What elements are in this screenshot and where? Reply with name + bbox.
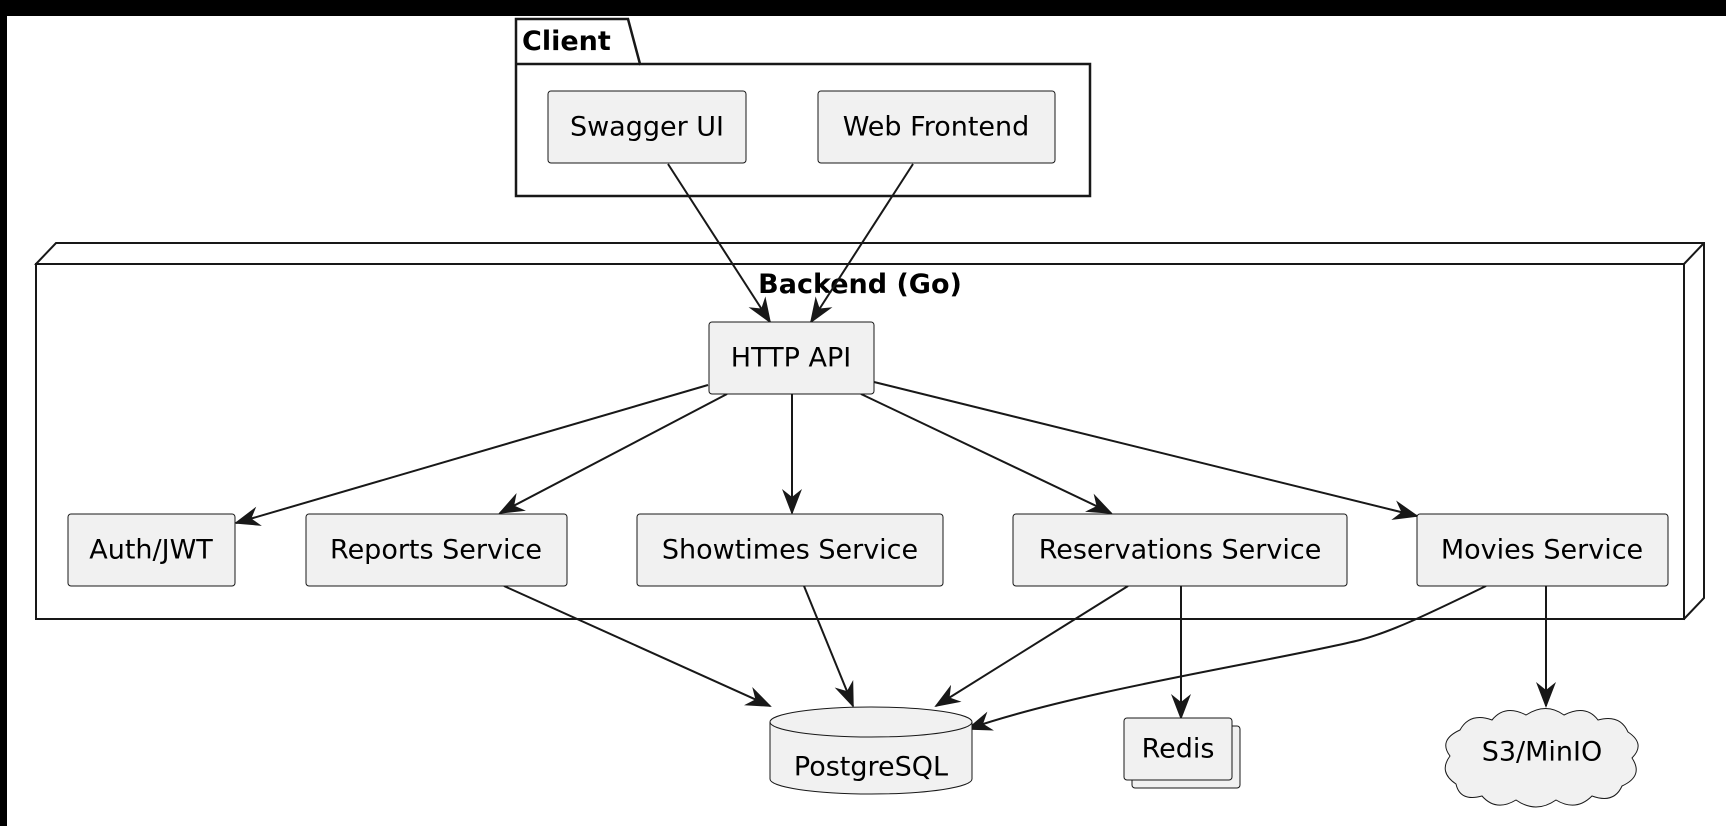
edge-reports-service-to-postgresql — [503, 585, 772, 707]
swagger-ui-label: Swagger UI — [570, 112, 724, 143]
postgresql-cylinder — [769, 706, 973, 795]
edge-reservations-service-to-postgresql — [934, 585, 1129, 708]
edge-http-api-to-reservations-service — [860, 393, 1113, 514]
edge-http-api-to-auth-jwt — [234, 384, 709, 526]
swagger-ui-node: Swagger UI — [547, 90, 747, 164]
auth-jwt-label: Auth/JWT — [89, 535, 213, 566]
edge-http-api-to-movies-service — [873, 381, 1419, 520]
auth-jwt-box — [67, 513, 236, 587]
http-api-node: HTTP API — [708, 321, 875, 395]
edge-web-frontend-to-http-api — [809, 163, 914, 324]
client-package: Client — [514, 17, 1092, 198]
postgresql-cylinder-rim — [769, 721, 973, 738]
redis-node: Redis — [1123, 717, 1241, 789]
edge-movies-service-to-postgresql — [966, 585, 1487, 731]
edge-http-api-to-reports-service — [498, 393, 728, 514]
redis-label: Redis — [1142, 734, 1215, 765]
edge-swagger-ui-to-http-api — [667, 163, 772, 324]
reservations-service-label: Reservations Service — [1039, 535, 1322, 566]
client-package-title: Client — [522, 26, 611, 57]
http-api-label: HTTP API — [731, 343, 851, 374]
reports-service-label: Reports Service — [330, 535, 542, 566]
backend-node-title: Backend (Go) — [758, 269, 962, 300]
s3-minio-cloud — [1444, 708, 1639, 808]
client-package-frame — [514, 17, 1092, 198]
auth-jwt-node: Auth/JWT — [67, 513, 236, 587]
s3-minio-node: S3/MinIO — [1444, 708, 1639, 808]
backend-node-edge — [1683, 242, 1705, 265]
edge-showtimes-service-to-postgresql — [803, 585, 854, 708]
reports-service-box — [305, 513, 568, 587]
edges — [234, 163, 1556, 731]
http-api-box — [708, 321, 875, 395]
reservations-service-box — [1012, 513, 1348, 587]
web-frontend-label: Web Frontend — [843, 112, 1030, 143]
showtimes-service-label: Showtimes Service — [662, 535, 918, 566]
movies-service-node: Movies Service — [1416, 513, 1669, 587]
showtimes-service-node: Showtimes Service — [636, 513, 944, 587]
reservations-service-node: Reservations Service — [1012, 513, 1348, 587]
s3-minio-label: S3/MinIO — [1482, 737, 1603, 768]
showtimes-service-box — [636, 513, 944, 587]
movies-service-label: Movies Service — [1441, 535, 1643, 566]
redis-front-box — [1123, 717, 1233, 781]
web-frontend-box — [817, 90, 1056, 164]
postgresql-node: PostgreSQL — [769, 706, 973, 795]
movies-service-box — [1416, 513, 1669, 587]
web-frontend-node: Web Frontend — [817, 90, 1056, 164]
postgresql-label: PostgreSQL — [794, 752, 948, 783]
reports-service-node: Reports Service — [305, 513, 568, 587]
swagger-ui-box — [547, 90, 747, 164]
